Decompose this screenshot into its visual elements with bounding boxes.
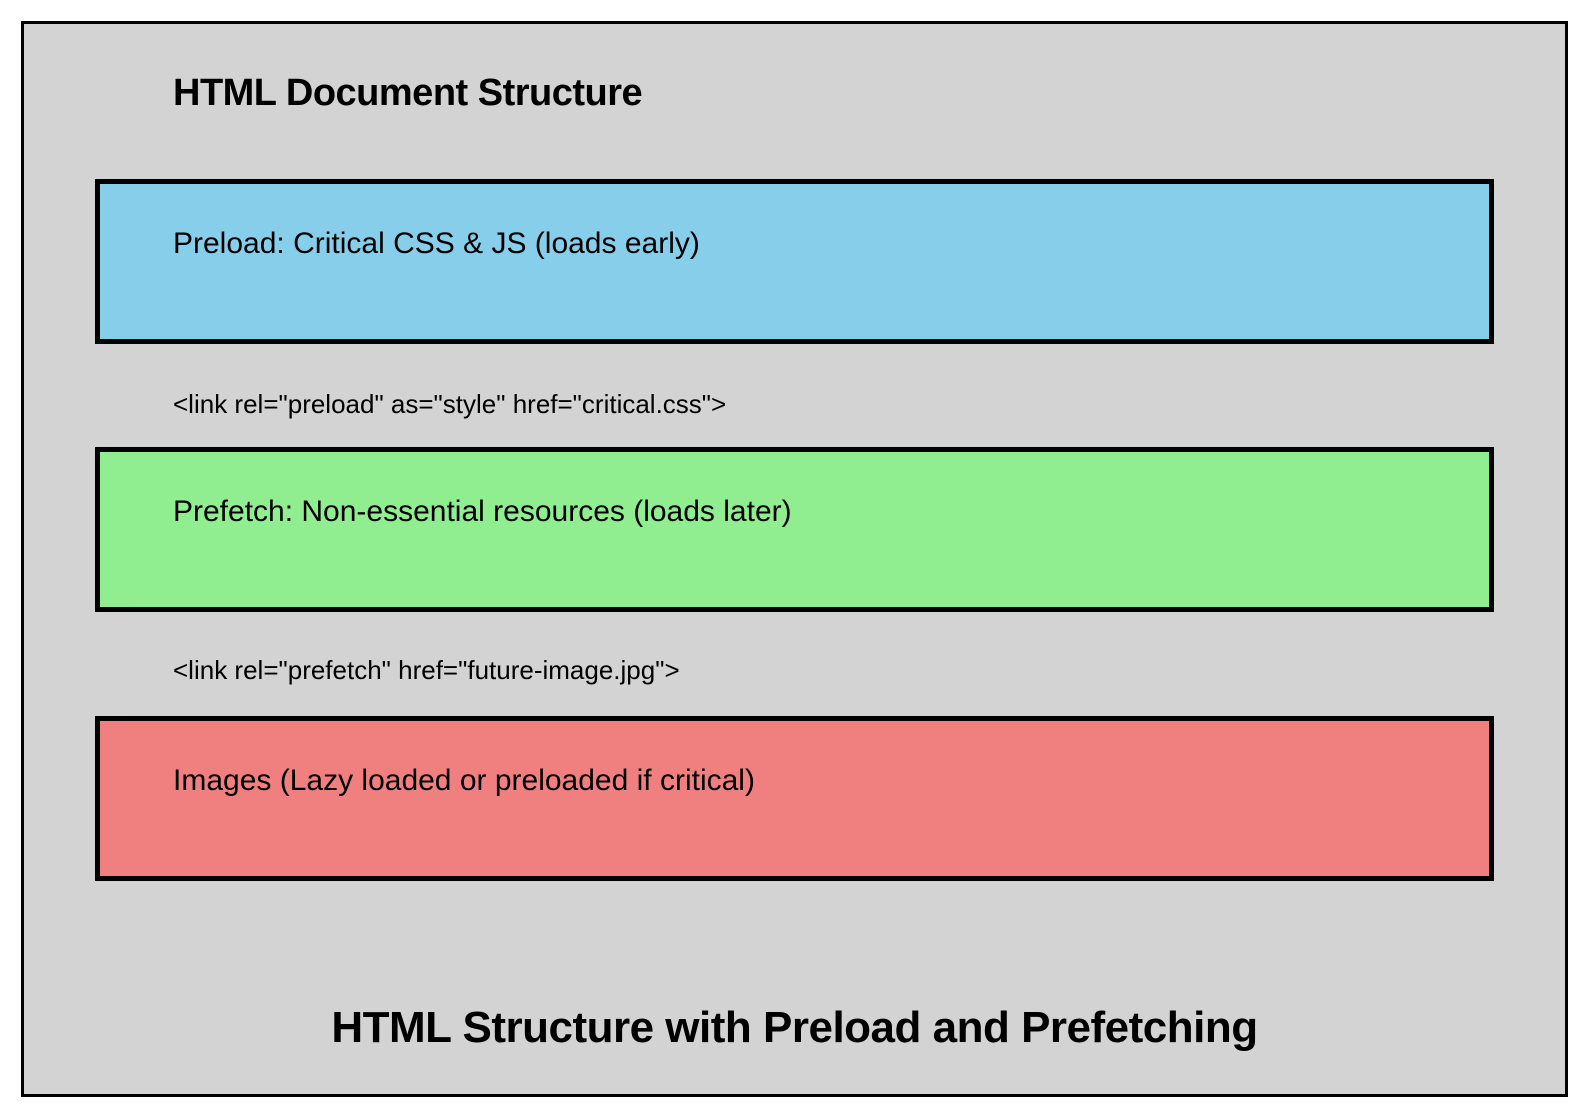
preload-link-snippet: <link rel="preload" as="style" href="cri…	[173, 389, 727, 419]
images-box: Images (Lazy loaded or preloaded if crit…	[95, 716, 1494, 881]
diagram-frame: HTML Document Structure Preload: Critica…	[21, 21, 1568, 1097]
prefetch-box: Prefetch: Non-essential resources (loads…	[95, 447, 1494, 612]
diagram-title: HTML Document Structure	[173, 72, 643, 114]
prefetch-box-label: Prefetch: Non-essential resources (loads…	[173, 495, 792, 528]
preload-box: Preload: Critical CSS & JS (loads early)	[95, 179, 1494, 344]
prefetch-link-snippet: <link rel="prefetch" href="future-image.…	[173, 655, 680, 685]
preload-box-label: Preload: Critical CSS & JS (loads early)	[173, 227, 700, 260]
images-box-label: Images (Lazy loaded or preloaded if crit…	[173, 764, 755, 797]
figure-caption: HTML Structure with Preload and Prefetch…	[331, 1003, 1258, 1052]
